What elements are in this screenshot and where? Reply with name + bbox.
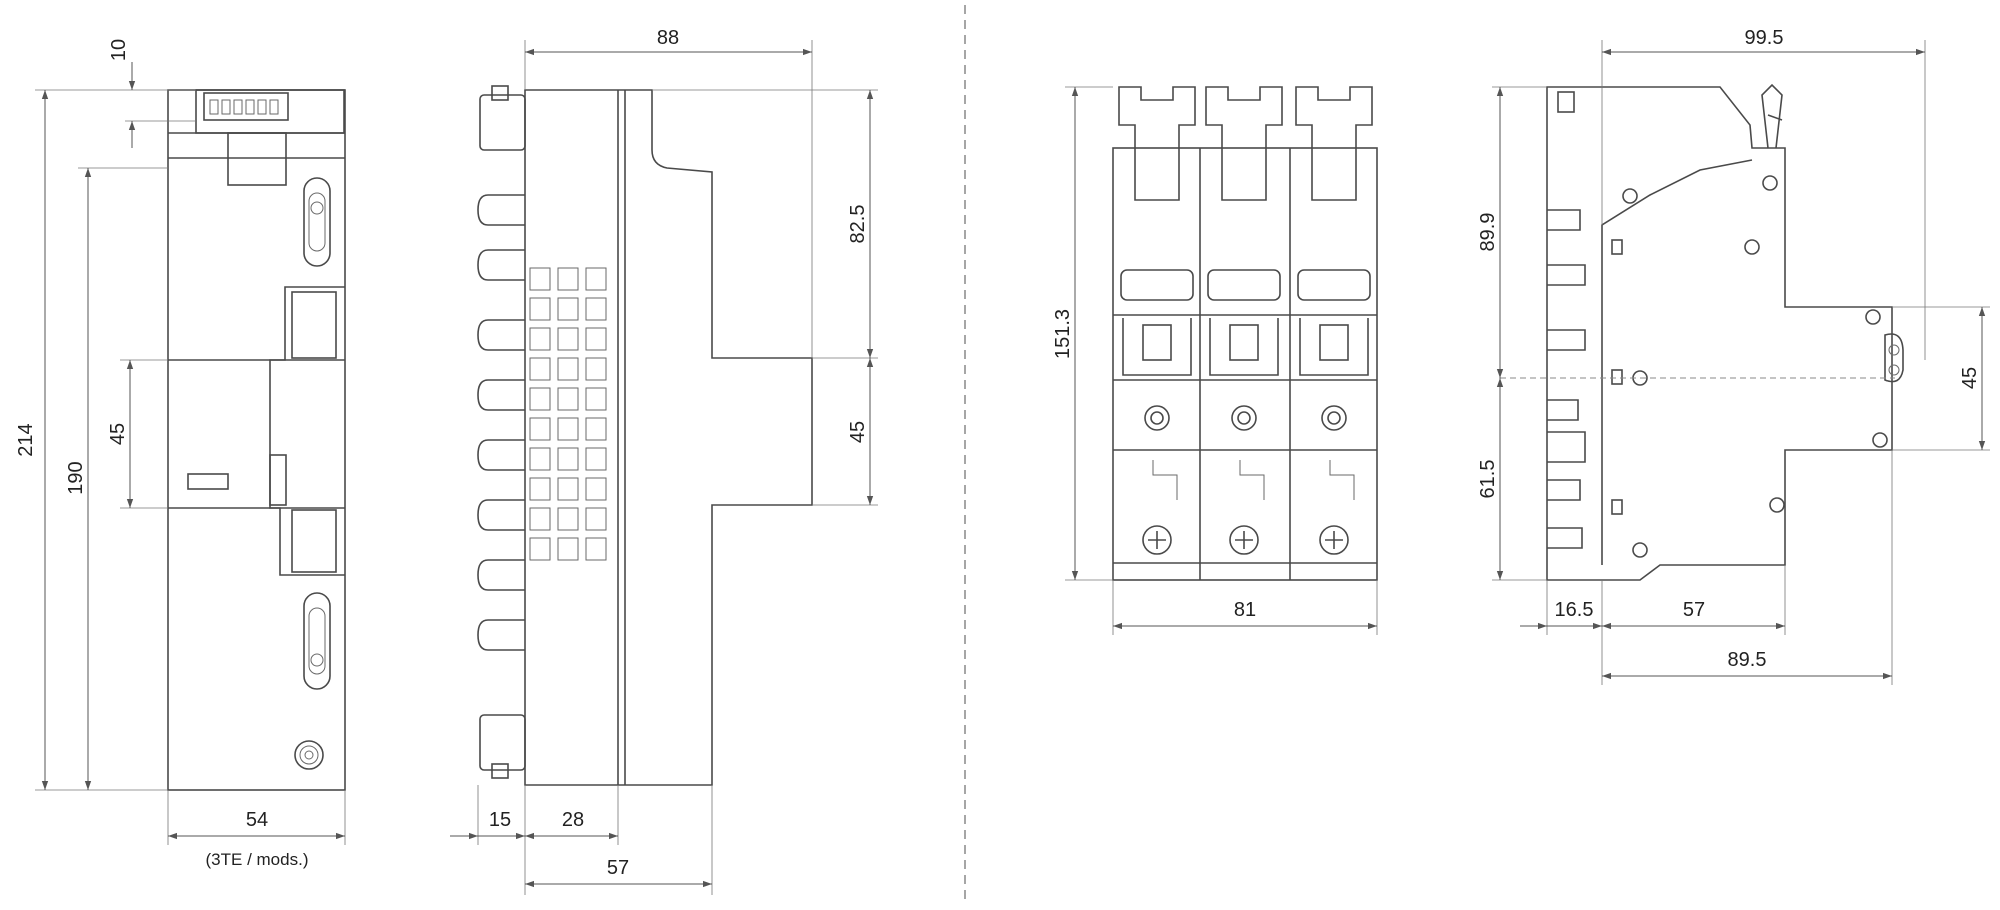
terminal-cell xyxy=(529,537,551,561)
front-view-dimensions: 10 214 190 45 54 (3TE / mods.) xyxy=(15,39,346,869)
terminal-cell xyxy=(557,297,579,321)
terminal-cell xyxy=(585,447,607,471)
breaker-side-body xyxy=(1500,83,1904,581)
terminal-cell xyxy=(529,477,551,501)
terminal-cell xyxy=(529,417,551,441)
side-dim-57: 57 xyxy=(607,857,629,879)
breaker-side-dimensions: 99.5 89.9 61.5 45 16.5 57 89.5 xyxy=(1477,27,1990,685)
front-dim-54: 54 xyxy=(246,809,268,831)
breaker-pole xyxy=(1118,86,1196,555)
side-dim-88: 88 xyxy=(657,27,679,49)
side-dim-15: 15 xyxy=(489,809,511,831)
terminal-cell xyxy=(529,267,551,291)
breaker-front-dimensions: 151.3 81 xyxy=(1052,86,1378,635)
front-dim-190: 190 xyxy=(65,461,87,494)
front-dim-45: 45 xyxy=(107,423,129,445)
breaker-front-view: 151.3 81 xyxy=(1052,86,1378,635)
terminal-cell xyxy=(557,507,579,531)
terminal-cell xyxy=(557,357,579,381)
front-view-body xyxy=(167,89,346,791)
front-dim-214: 214 xyxy=(15,423,37,456)
terminal-cell xyxy=(557,417,579,441)
terminal-cell xyxy=(557,477,579,501)
terminal-cell xyxy=(529,507,551,531)
side-dim-28: 28 xyxy=(562,809,584,831)
terminal-cell xyxy=(529,447,551,471)
terminal-cell xyxy=(585,387,607,411)
breaker-side-view: 99.5 89.9 61.5 45 16.5 57 89.5 xyxy=(1477,27,1990,685)
terminal-cell xyxy=(557,267,579,291)
terminal-cell xyxy=(529,327,551,351)
side-dim-45: 45 xyxy=(847,421,869,443)
breaker-side-dim-57: 57 xyxy=(1683,599,1705,621)
side-view-dimensions: 88 82.5 45 15 28 57 xyxy=(450,27,878,895)
breaker-side-dim-99-5: 99.5 xyxy=(1745,27,1784,49)
terminal-cell xyxy=(585,537,607,561)
terminal-cell xyxy=(585,267,607,291)
terminal-cell xyxy=(557,387,579,411)
terminal-cell xyxy=(557,537,579,561)
side-view-body xyxy=(477,85,813,786)
terminal-cell xyxy=(585,477,607,501)
breaker-pole xyxy=(1295,86,1373,555)
front-view: 10 214 190 45 54 (3TE / mods.) xyxy=(15,39,346,869)
terminal-cell xyxy=(529,387,551,411)
terminal-cell xyxy=(585,357,607,381)
terminal-cell xyxy=(585,417,607,441)
breaker-side-dim-45: 45 xyxy=(1959,367,1981,389)
terminal-cell xyxy=(585,507,607,531)
side-view-terminal-grid xyxy=(529,267,607,561)
terminal-cell xyxy=(529,357,551,381)
terminal-cell xyxy=(557,447,579,471)
breaker-side-dim-89-9: 89.9 xyxy=(1477,213,1499,252)
breaker-side-dim-16-5: 16.5 xyxy=(1555,599,1594,621)
terminal-cell xyxy=(529,297,551,321)
breaker-front-dim-151-3: 151.3 xyxy=(1052,309,1074,359)
breaker-side-dim-89-5: 89.5 xyxy=(1728,649,1767,671)
terminal-cell xyxy=(557,327,579,351)
breaker-front-body xyxy=(1112,86,1378,581)
side-view: 88 82.5 45 15 28 57 xyxy=(450,27,878,895)
front-dim-10: 10 xyxy=(108,39,130,61)
front-dim-note: (3TE / mods.) xyxy=(206,850,309,869)
terminal-cell xyxy=(585,297,607,321)
terminal-cell xyxy=(585,327,607,351)
breaker-side-dim-61-5: 61.5 xyxy=(1477,460,1499,499)
side-dim-82-5: 82.5 xyxy=(847,205,869,244)
breaker-pole xyxy=(1205,86,1283,555)
breaker-front-dim-81: 81 xyxy=(1234,599,1256,621)
